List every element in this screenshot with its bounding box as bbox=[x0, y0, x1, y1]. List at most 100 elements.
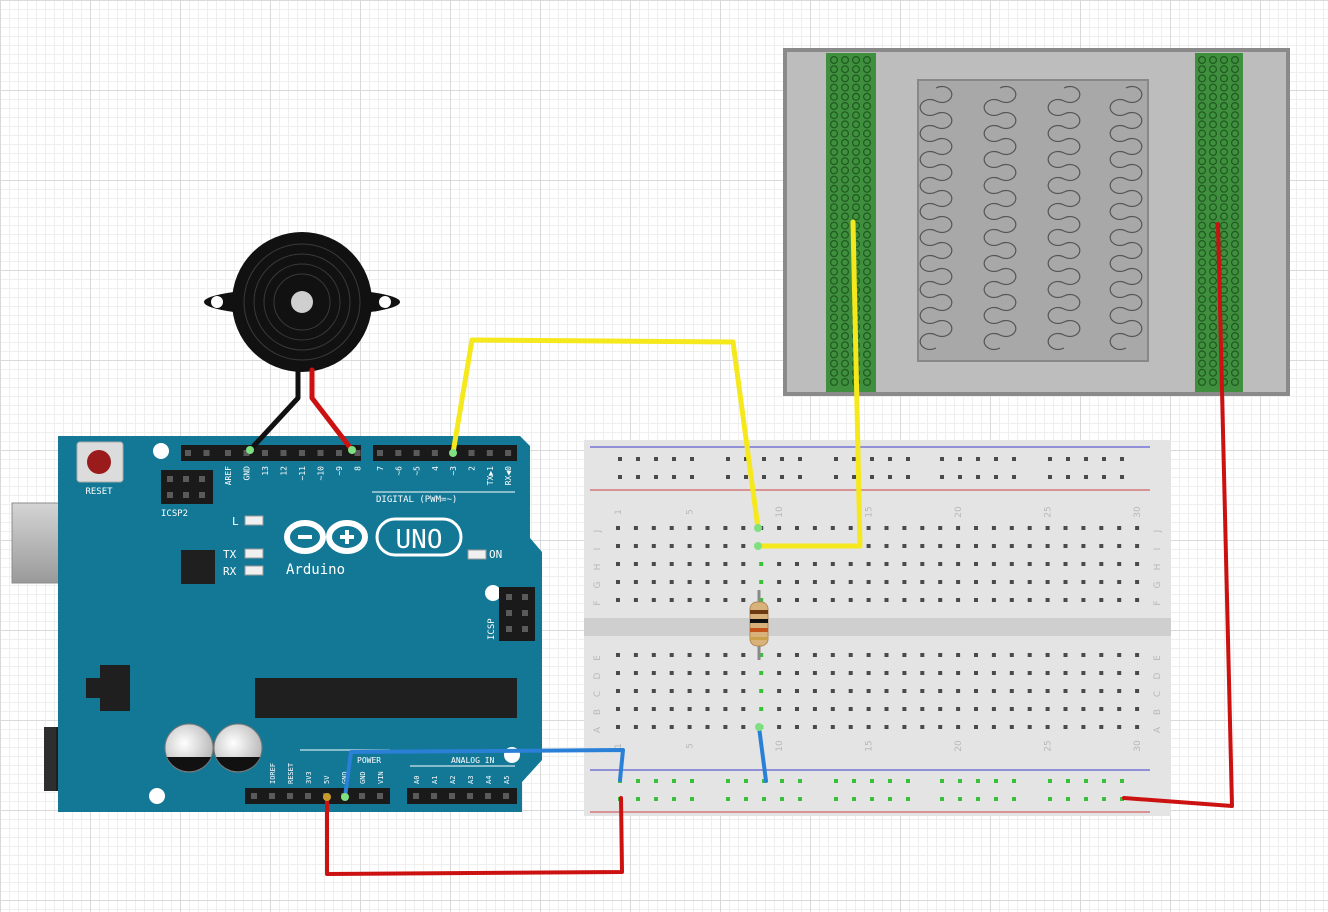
breadboard-hole[interactable] bbox=[1099, 689, 1104, 693]
breadboard-hole[interactable] bbox=[651, 580, 656, 584]
breadboard-hole[interactable] bbox=[723, 725, 728, 729]
rail-hole[interactable] bbox=[852, 475, 856, 479]
breadboard-hole[interactable] bbox=[1099, 580, 1104, 584]
breadboard-hole[interactable] bbox=[866, 598, 871, 602]
breadboard-hole[interactable] bbox=[669, 689, 674, 693]
breadboard-hole[interactable] bbox=[687, 653, 692, 657]
header-pin[interactable] bbox=[467, 793, 473, 799]
breadboard-hole[interactable] bbox=[938, 562, 943, 566]
rail-hole[interactable] bbox=[1048, 797, 1052, 801]
rail-hole[interactable] bbox=[1084, 457, 1088, 461]
breadboard-hole[interactable] bbox=[633, 671, 638, 675]
rail-hole[interactable] bbox=[780, 779, 784, 783]
rail-hole[interactable] bbox=[940, 797, 944, 801]
rail-hole[interactable] bbox=[1048, 457, 1052, 461]
breadboard-hole[interactable] bbox=[956, 707, 961, 711]
breadboard-hole[interactable] bbox=[1081, 653, 1086, 657]
breadboard-hole[interactable] bbox=[777, 725, 782, 729]
rail-hole[interactable] bbox=[994, 457, 998, 461]
rail-hole[interactable] bbox=[726, 475, 730, 479]
breadboard-hole[interactable] bbox=[651, 689, 656, 693]
breadboard-hole[interactable] bbox=[1027, 653, 1032, 657]
breadboard-hole[interactable] bbox=[759, 598, 764, 602]
breadboard-hole[interactable] bbox=[884, 725, 889, 729]
breadboard-hole[interactable] bbox=[1009, 598, 1014, 602]
rail-hole[interactable] bbox=[672, 457, 676, 461]
breadboard-hole[interactable] bbox=[1135, 526, 1140, 530]
wire-blue-gnd[interactable] bbox=[343, 748, 625, 799]
breadboard-hole[interactable] bbox=[866, 580, 871, 584]
breadboard-hole[interactable] bbox=[795, 562, 799, 566]
resistor[interactable] bbox=[749, 590, 769, 660]
breadboard-hole[interactable] bbox=[1063, 725, 1068, 729]
breadboard-hole[interactable] bbox=[723, 653, 728, 657]
breadboard-hole[interactable] bbox=[616, 544, 620, 548]
rail-hole[interactable] bbox=[906, 779, 910, 783]
breadboard-hole[interactable] bbox=[1009, 671, 1014, 675]
breadboard-hole[interactable] bbox=[866, 562, 871, 566]
breadboard-hole[interactable] bbox=[1135, 544, 1140, 548]
rail-hole[interactable] bbox=[618, 475, 622, 479]
rail-hole[interactable] bbox=[1048, 475, 1052, 479]
breadboard-hole[interactable] bbox=[920, 544, 925, 548]
breadboard-hole[interactable] bbox=[1063, 671, 1068, 675]
rail-hole[interactable] bbox=[798, 475, 802, 479]
breadboard-hole[interactable] bbox=[777, 671, 782, 675]
breadboard-hole[interactable] bbox=[1045, 562, 1050, 566]
rail-hole[interactable] bbox=[1012, 457, 1016, 461]
rail-hole[interactable] bbox=[636, 779, 640, 783]
breadboard-hole[interactable] bbox=[812, 580, 817, 584]
breadboard-hole[interactable] bbox=[956, 544, 961, 548]
breadboard-hole[interactable] bbox=[651, 671, 656, 675]
breadboard-hole[interactable] bbox=[884, 544, 889, 548]
breadboard-hole[interactable] bbox=[956, 653, 961, 657]
breadboard-hole[interactable] bbox=[777, 689, 782, 693]
breadboard-hole[interactable] bbox=[1045, 671, 1050, 675]
breadboard-hole[interactable] bbox=[920, 653, 925, 657]
breadboard-hole[interactable] bbox=[902, 707, 907, 711]
breadboard-hole[interactable] bbox=[1081, 598, 1086, 602]
header-pin[interactable] bbox=[185, 450, 191, 456]
breadboard-hole[interactable] bbox=[759, 707, 764, 711]
breadboard-hole[interactable] bbox=[795, 580, 799, 584]
breadboard-hole[interactable] bbox=[741, 562, 746, 566]
breadboard-hole[interactable] bbox=[884, 580, 889, 584]
breadboard-hole[interactable] bbox=[1117, 580, 1122, 584]
breadboard-hole[interactable] bbox=[866, 707, 871, 711]
header-pin[interactable] bbox=[251, 793, 257, 799]
breadboard-hole[interactable] bbox=[1027, 598, 1032, 602]
breadboard-hole[interactable] bbox=[687, 544, 692, 548]
breadboard-hole[interactable] bbox=[902, 598, 907, 602]
breadboard-hole[interactable] bbox=[759, 689, 764, 693]
breadboard-hole[interactable] bbox=[974, 544, 978, 548]
breadboard-hole[interactable] bbox=[991, 580, 996, 584]
breadboard-hole[interactable] bbox=[848, 707, 853, 711]
breadboard-hole[interactable] bbox=[1135, 598, 1140, 602]
breadboard-hole[interactable] bbox=[1117, 544, 1122, 548]
breadboard-hole[interactable] bbox=[669, 544, 674, 548]
breadboard-hole[interactable] bbox=[1081, 707, 1086, 711]
breadboard-hole[interactable] bbox=[884, 526, 889, 530]
rail-hole[interactable] bbox=[1066, 797, 1070, 801]
breadboard-hole[interactable] bbox=[920, 580, 925, 584]
rail-hole[interactable] bbox=[834, 797, 838, 801]
breadboard-hole[interactable] bbox=[866, 671, 871, 675]
wire-red-sensor[interactable] bbox=[1122, 222, 1234, 808]
header-pin[interactable] bbox=[336, 450, 342, 456]
breadboard-hole[interactable] bbox=[1009, 544, 1014, 548]
breadboard-hole[interactable] bbox=[830, 725, 835, 729]
breadboard-hole[interactable] bbox=[1063, 544, 1068, 548]
breadboard-hole[interactable] bbox=[705, 544, 710, 548]
breadboard-hole[interactable] bbox=[991, 526, 996, 530]
rail-hole[interactable] bbox=[636, 457, 640, 461]
rail-hole[interactable] bbox=[690, 797, 694, 801]
header-pin[interactable] bbox=[413, 793, 419, 799]
breadboard-hole[interactable] bbox=[705, 562, 710, 566]
breadboard-hole[interactable] bbox=[1045, 653, 1050, 657]
breadboard-hole[interactable] bbox=[956, 725, 961, 729]
breadboard-hole[interactable] bbox=[795, 653, 799, 657]
rail-hole[interactable] bbox=[1120, 475, 1124, 479]
rail-hole[interactable] bbox=[870, 457, 874, 461]
breadboard-hole[interactable] bbox=[1045, 598, 1050, 602]
